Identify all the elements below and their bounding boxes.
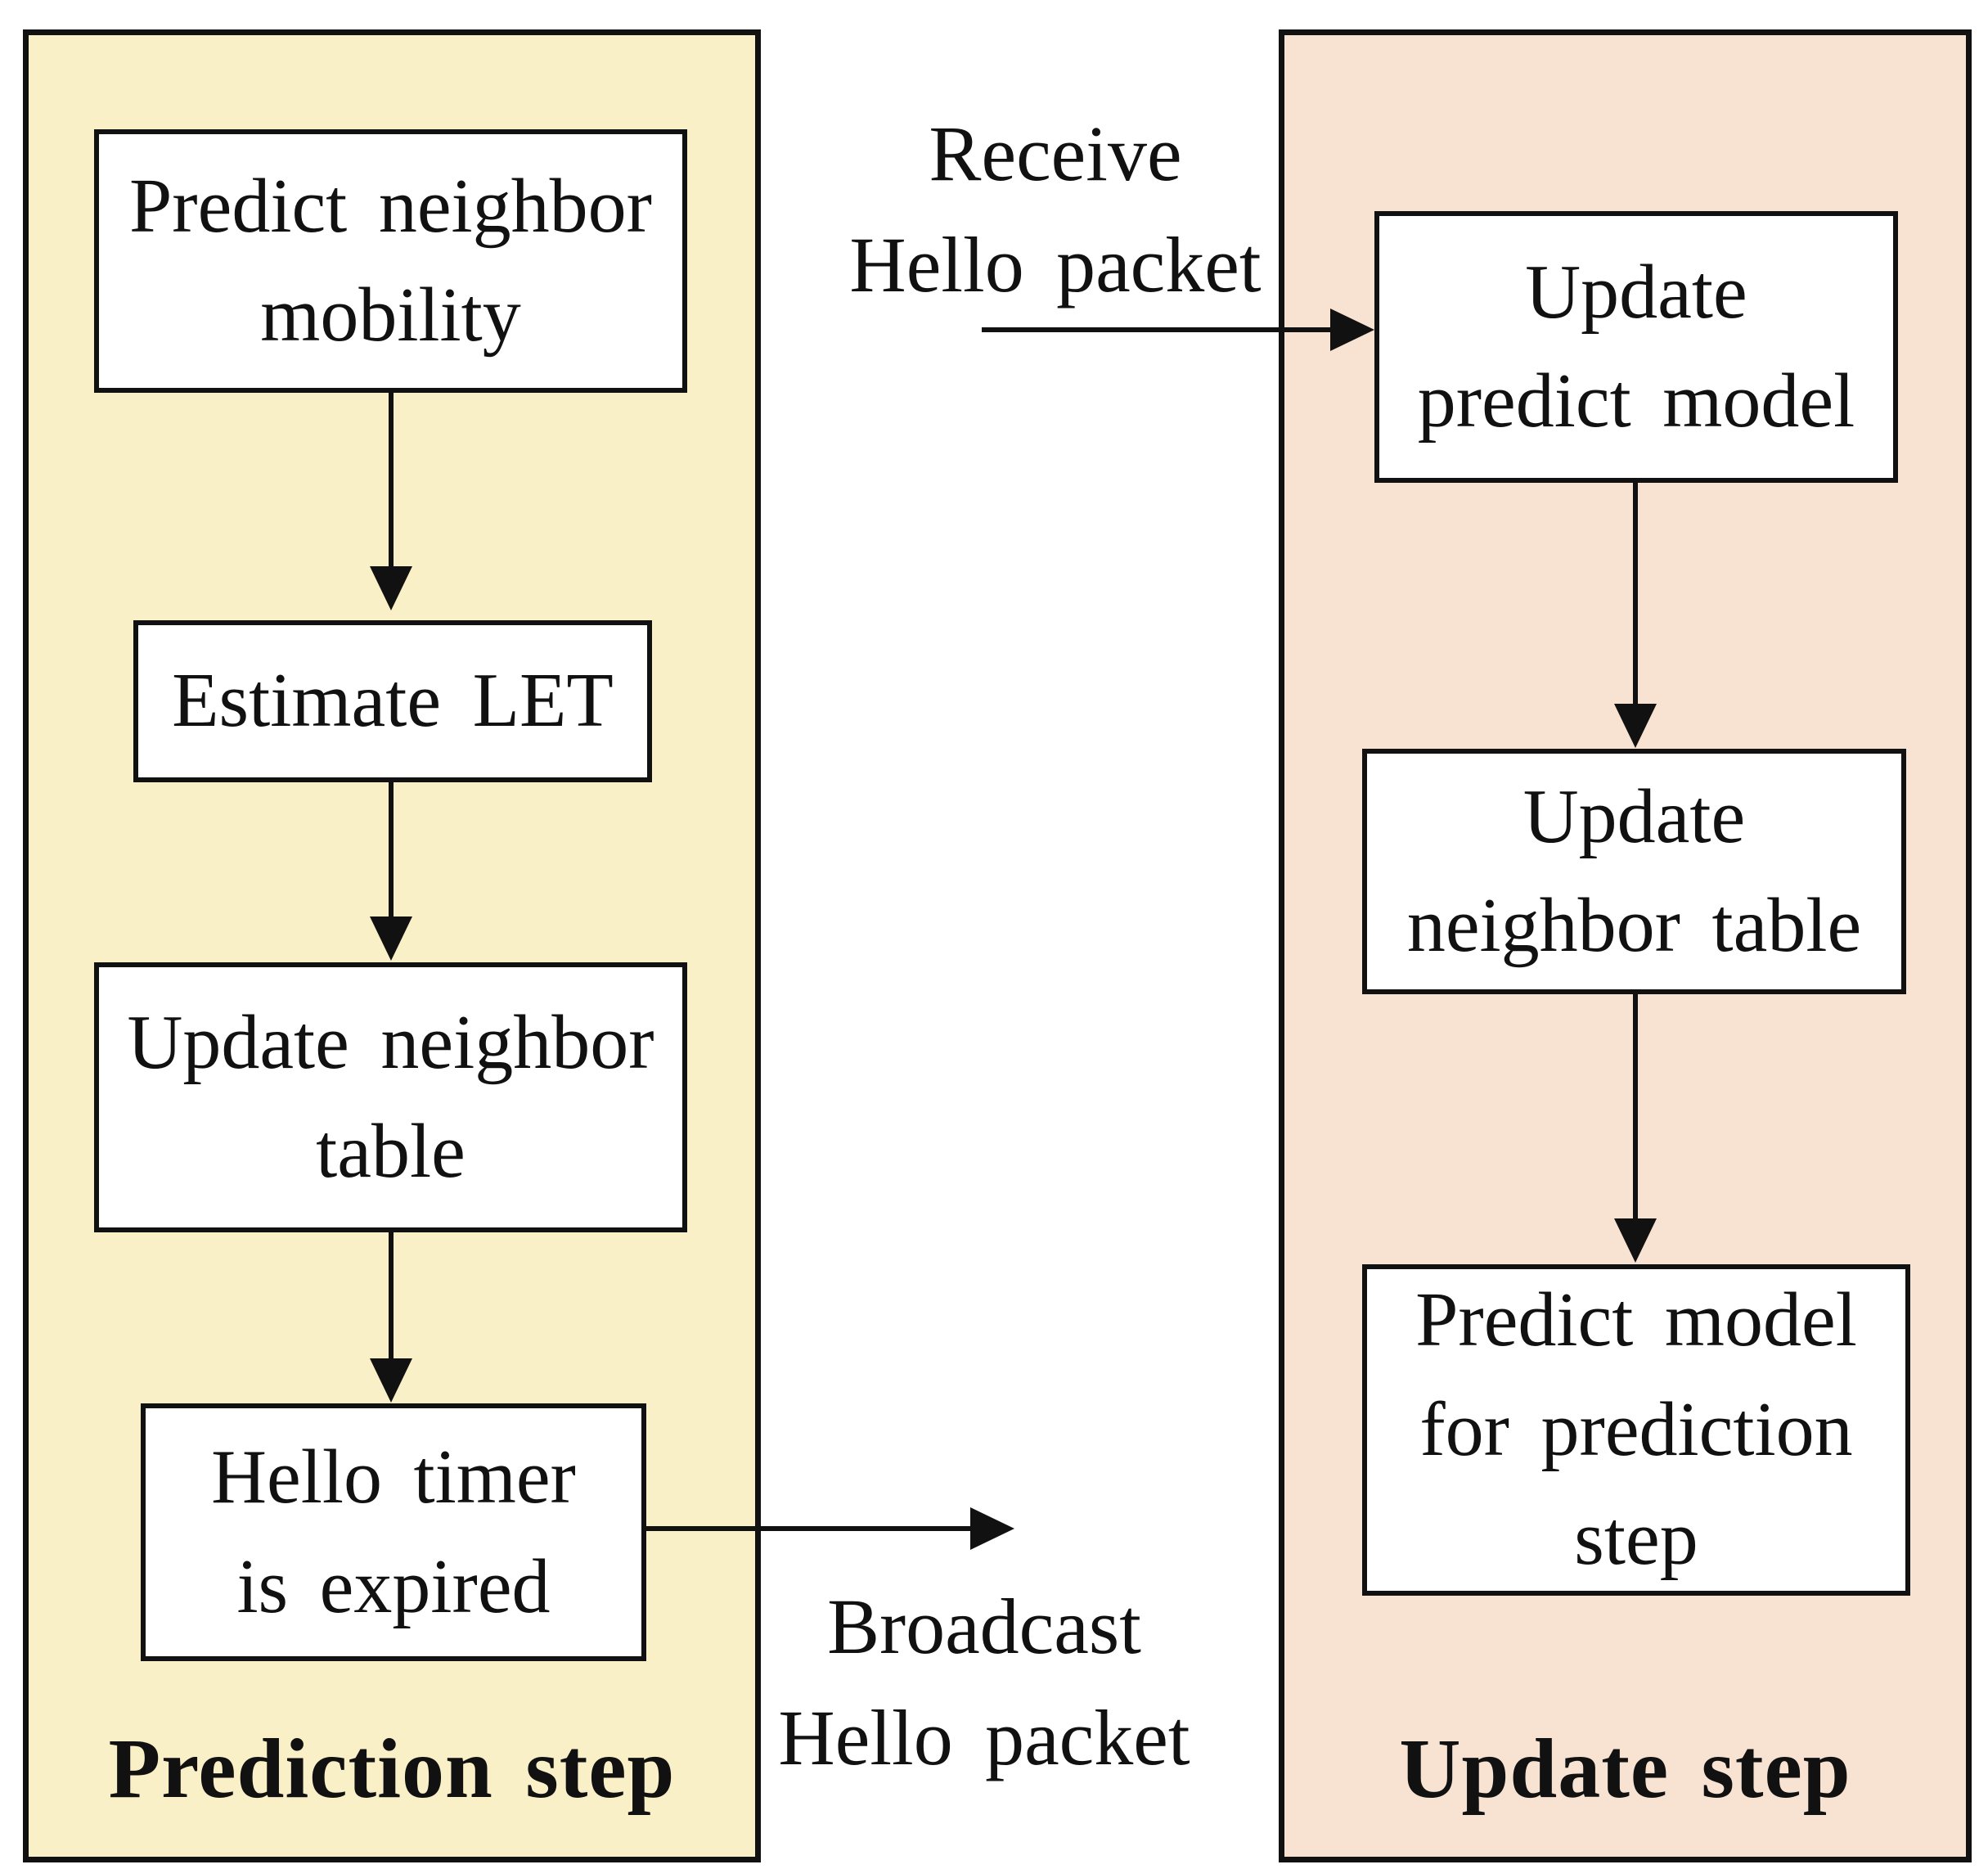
box-text-line: for prediction — [1419, 1386, 1853, 1472]
arrow-head-down-icon — [370, 1358, 412, 1403]
box-text-line: Hello timer — [211, 1434, 576, 1520]
hello-timer-expired-box: Hello timer is expired — [141, 1403, 646, 1661]
arrow-line — [1633, 483, 1638, 707]
box-text-line: mobility — [260, 272, 521, 358]
arrow-head-right-icon — [1330, 308, 1374, 351]
box-text-line: is expired — [236, 1543, 551, 1629]
box-text-line: table — [316, 1109, 466, 1194]
arrow-line — [645, 1526, 974, 1531]
update-neighbor-table-left-box: Update neighbor table — [94, 962, 687, 1232]
note-line: Hello packet — [849, 221, 1262, 309]
update-step-label: Update step — [1399, 1722, 1851, 1816]
receive-hello-packet-note: Receive Hello packet — [818, 98, 1293, 322]
arrow-line — [1633, 994, 1638, 1222]
predict-neighbor-mobility-box: Predict neighbor mobility — [94, 129, 687, 393]
update-neighbor-table-right-box: Update neighbor table — [1362, 749, 1906, 994]
box-text-line: step — [1574, 1496, 1698, 1582]
box-text-line: Predict model — [1415, 1277, 1857, 1363]
estimate-let-box: Estimate LET — [133, 620, 652, 782]
arrow-head-down-icon — [370, 916, 412, 961]
note-line: Hello packet — [778, 1694, 1190, 1782]
box-text-line: predict model — [1417, 358, 1855, 444]
arrow-head-down-icon — [1614, 1218, 1657, 1263]
box-text-line: neighbor table — [1406, 883, 1862, 968]
update-predict-model-box: Update predict model — [1374, 211, 1898, 483]
arrow-head-down-icon — [370, 566, 412, 610]
arrow-line — [389, 1232, 394, 1362]
box-text-line: Update — [1522, 773, 1746, 859]
box-text-line: Update — [1525, 249, 1747, 335]
arrow-line — [982, 327, 1335, 332]
arrow-head-down-icon — [1614, 704, 1657, 748]
predict-model-for-prediction-step-box: Predict model for prediction step — [1362, 1264, 1910, 1596]
box-text-line: Predict neighbor — [129, 163, 652, 249]
arrow-head-right-icon — [970, 1507, 1014, 1550]
box-text-line: Estimate LET — [172, 658, 614, 744]
arrow-line — [389, 393, 394, 570]
note-line: Receive — [929, 110, 1182, 197]
arrow-line — [389, 782, 394, 920]
prediction-step-label: Prediction step — [108, 1722, 676, 1816]
box-text-line: Update neighbor — [127, 999, 654, 1085]
broadcast-hello-packet-note: Broadcast Hello packet — [736, 1571, 1232, 1795]
note-line: Broadcast — [827, 1583, 1141, 1670]
